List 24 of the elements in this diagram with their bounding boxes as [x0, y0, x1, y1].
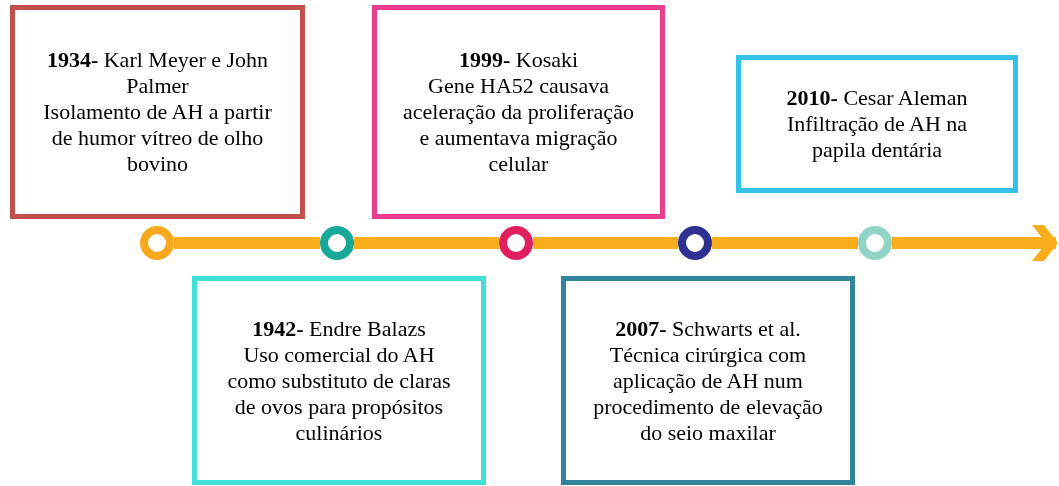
event-heading: 2007- Schwarts et al.: [615, 315, 801, 342]
timeline-marker: [140, 226, 174, 260]
event-description: Isolamento de AH a partir de humor vítreo de olho bovino: [42, 99, 273, 177]
event-box: [192, 276, 486, 485]
event-box: [561, 276, 855, 485]
event-description: Técnica cirúrgica com aplicação de AH num procedimento de elevação do seio maxilar: [592, 341, 824, 446]
event-description: Gene HA52 causava aceleração da proliferação e aumentava migração celular: [402, 73, 635, 177]
event-heading: 1999- Kosaki: [458, 47, 579, 73]
timeline-line: [174, 237, 320, 249]
timeline-marker: [858, 226, 892, 260]
event-box: [372, 5, 665, 219]
event-heading: 2010- Cesar Aleman: [786, 85, 968, 111]
timeline-line: [533, 237, 678, 249]
timeline-line: [354, 237, 499, 249]
event-heading: 1934- Karl Meyer e John Palmer: [45, 47, 270, 99]
event-box: [736, 55, 1018, 193]
event-description: Uso comercial do AH como substituto de claras de ovos para propósitos culinários: [226, 341, 452, 446]
event-heading: 1942- Endre Balazs: [252, 315, 426, 342]
timeline-line: [712, 237, 858, 249]
event-box: [10, 5, 305, 219]
timeline-marker: [499, 226, 533, 260]
event-description: Infiltração de AH na papila dentária: [785, 111, 969, 163]
timeline-marker: [678, 226, 712, 260]
timeline-marker: [320, 226, 354, 260]
